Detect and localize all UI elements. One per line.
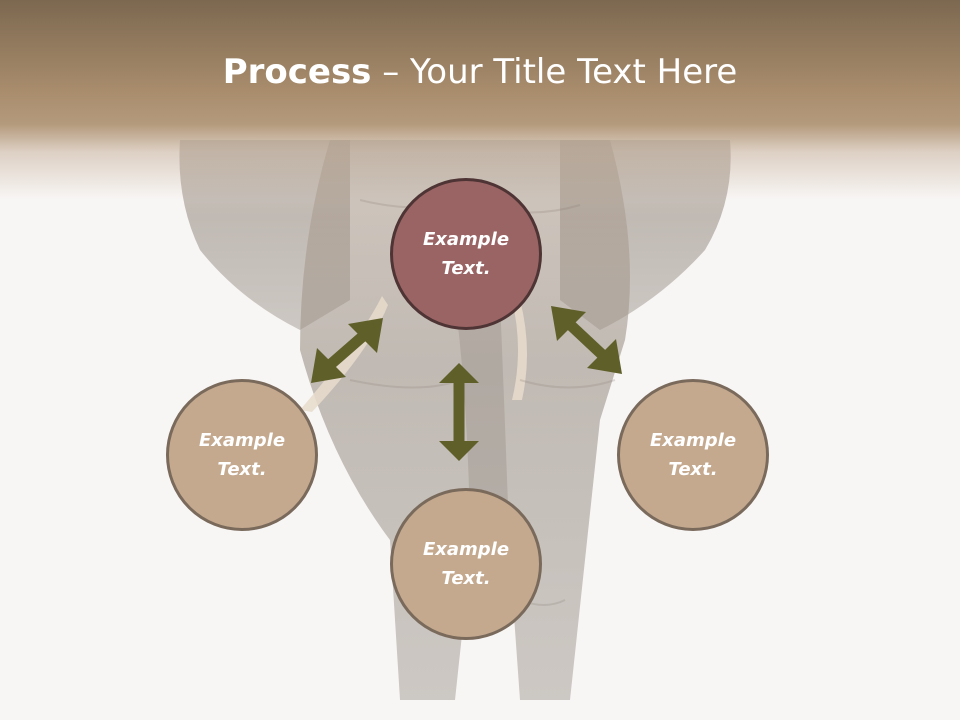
double-arrow-right [551, 306, 622, 374]
process-circle-left[interactable]: Example Text. [166, 379, 318, 531]
process-circle-bottom-label: Example Text. [422, 539, 510, 589]
double-arrow-left [311, 318, 383, 383]
process-circle-top-label: Example Text. [422, 229, 510, 279]
process-circle-top[interactable]: Example Text. [390, 178, 542, 330]
process-circle-right[interactable]: Example Text. [617, 379, 769, 531]
process-circle-right-label: Example Text. [649, 430, 737, 480]
process-circle-left-label: Example Text. [198, 430, 286, 480]
process-circle-bottom[interactable]: Example Text. [390, 488, 542, 640]
title-rest: – Your Title Text Here [371, 52, 738, 92]
title-bold: Process [222, 52, 372, 92]
double-arrow-vertical [439, 363, 479, 461]
slide-title: Process – Your Title Text Here [0, 52, 960, 92]
